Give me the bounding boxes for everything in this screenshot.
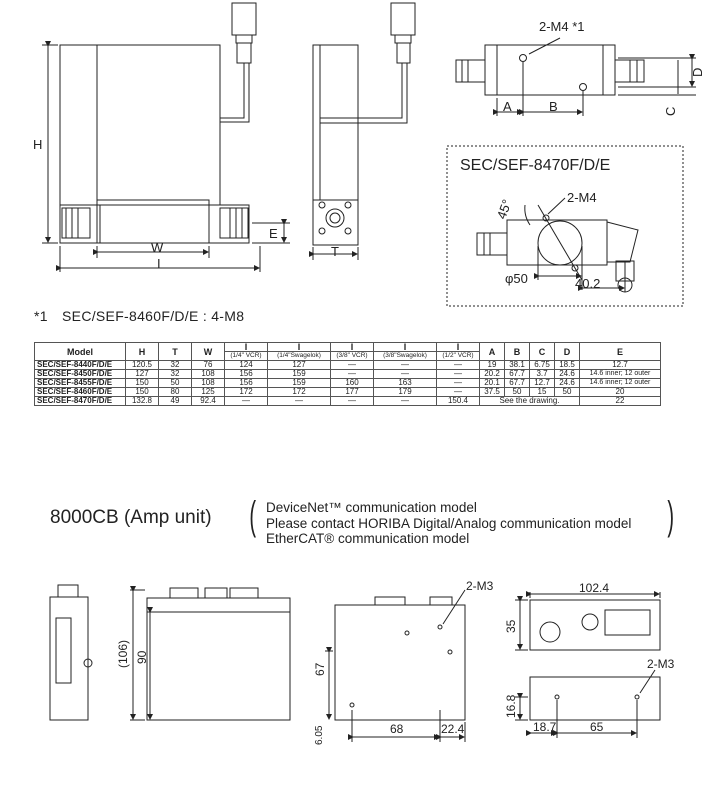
cell: 150.4 [436, 396, 480, 406]
dim-label-h: H [33, 137, 42, 152]
th-i-1: I [224, 342, 268, 352]
amp-top-view [529, 599, 661, 651]
top-view-body [484, 44, 616, 96]
th-t: T [158, 342, 192, 361]
footnote: *1 SEC/SEF-8460F/D/E : 4-M8 [34, 308, 254, 324]
th-i-4: I [373, 342, 437, 352]
dim-label-b: B [549, 99, 558, 114]
comm-line-devicenet: DeviceNet™ communication model [266, 500, 477, 515]
th-a: A [479, 342, 505, 361]
cell-see-drawing: See the drawing. [479, 396, 580, 406]
amp-label-67: 67 [313, 662, 327, 676]
model-box-title: SEC/SEF-8470F/D/E [460, 157, 610, 174]
amp-label-106: (106) [116, 640, 130, 668]
cell: — [330, 396, 374, 406]
dim-label-w: W [151, 240, 164, 255]
amp-label-68: 68 [390, 722, 404, 736]
amp-label-35: 35 [504, 619, 518, 633]
footnote-text: SEC/SEF-8460F/D/E : 4-M8 [62, 308, 245, 324]
amp-bottom-view [529, 676, 661, 721]
cell: 132.8 [125, 396, 159, 406]
dim-label-t: T [331, 244, 339, 259]
model-8470-box [446, 145, 684, 307]
cell: — [373, 396, 437, 406]
th-model: Model [34, 342, 126, 361]
amp-label-90: 90 [135, 650, 149, 664]
cell: 92.4 [191, 396, 225, 406]
front-connector [231, 2, 257, 36]
table-row: SEC/SEF-8470F/D/E 132.8 49 92.4 — — — — … [34, 396, 661, 406]
label-40-2: 40.2 [575, 276, 600, 291]
footnote-mark: *1 [34, 308, 48, 324]
amp-label-224: 22.4 [441, 722, 465, 736]
amp-unit-title: 8000CB (Amp unit) [50, 507, 212, 528]
amp-label-168: 16.8 [504, 694, 518, 718]
label-angle: 45° [494, 197, 515, 221]
label-phi50: φ50 [505, 271, 528, 286]
comm-models: DeviceNet™ communication model Please co… [266, 500, 631, 547]
table-header-row: Model H T W I I I I I A B C D E [34, 342, 661, 361]
th-i-3: I [330, 342, 374, 352]
label-2m4: 2-M4 [567, 190, 597, 205]
cell: 14.6 inner; 12 outer [579, 369, 661, 379]
dim-label-i: I [157, 256, 161, 271]
amp-label-102: 102.4 [579, 581, 609, 595]
comm-line-digital-analog: Please contact HORIBA Digital/Analog com… [266, 515, 632, 531]
cell-model: SEC/SEF-8470F/D/E [34, 396, 126, 406]
paren-right: ) [667, 494, 674, 538]
table-row: SEC/SEF-8450F/D/E 127 32 108 156 159 — —… [34, 369, 661, 379]
amp-label-187: 18.7 [533, 720, 557, 734]
dim-label-e: E [269, 226, 278, 241]
dim-label-a: A [503, 99, 512, 114]
cell: — [267, 396, 331, 406]
front-view-body [59, 44, 221, 206]
dim-label-d: D [690, 68, 705, 77]
cell: 49 [158, 396, 192, 406]
table-row: SEC/SEF-8460F/D/E 150 80 125 172 172 177… [34, 387, 661, 397]
amp-label-m3-b: 2-M3 [647, 657, 675, 671]
th-w: W [191, 342, 225, 361]
cell: 12.7 [579, 360, 661, 370]
th-b: B [504, 342, 530, 361]
dim-label-c: C [663, 107, 678, 116]
paren-left: ( [249, 494, 256, 538]
side-connector [390, 2, 416, 36]
amp-label-605: 6.05 [314, 725, 325, 745]
spec-table: Model H T W I I I I I A B C D E (1/4" VC… [34, 342, 661, 406]
th-d: D [554, 342, 580, 361]
amp-rear-view [334, 604, 466, 721]
th-h: H [125, 342, 159, 361]
th-e: E [579, 342, 661, 361]
front-view-base [96, 199, 210, 244]
label-2m4-star: 2-M4 *1 [539, 19, 585, 34]
amp-front-view [146, 597, 291, 721]
cell: 22 [579, 396, 661, 406]
th-c: C [529, 342, 555, 361]
th-i-2: I [267, 342, 331, 352]
comm-line-ethercat: EtherCAT® communication model [266, 531, 470, 546]
amp-label-m3-a: 2-M3 [466, 579, 494, 593]
amp-label-65: 65 [590, 720, 604, 734]
th-i-5: I [436, 342, 480, 352]
cell: — [224, 396, 268, 406]
